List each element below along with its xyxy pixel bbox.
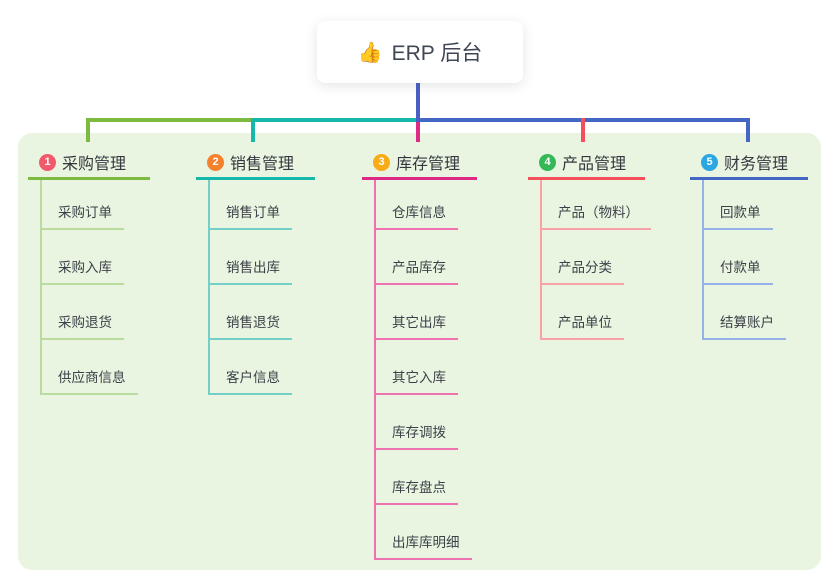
child-node[interactable]: 付款单 [702, 257, 773, 285]
root-node[interactable]: 👍 ERP 后台 [317, 21, 523, 83]
branch-node-inventory[interactable]: 3 库存管理 [362, 147, 477, 180]
child-node[interactable]: 供应商信息 [40, 367, 138, 395]
trunk-connector [416, 83, 420, 122]
branch-drop-connector [416, 118, 420, 142]
branch-children: 销售订单 销售出库 销售退货 客户信息 [208, 202, 292, 422]
branch-number-badge: 4 [539, 153, 556, 171]
branch-inventory: 3 库存管理 仓库信息 产品库存 其它出库 其它入库 库存调拨 库存盘点 出库库… [362, 0, 522, 588]
branch-label: 产品管理 [562, 156, 627, 173]
branch-number-badge: 1 [39, 153, 56, 171]
branch-node-product[interactable]: 4 产品管理 [528, 147, 645, 180]
child-node[interactable]: 采购退货 [40, 312, 124, 340]
child-node[interactable]: 其它入库 [374, 367, 458, 395]
bus-connector-segment [86, 118, 255, 122]
mindmap-panel [18, 133, 821, 570]
branch-children: 回款单 付款单 结算账户 [702, 202, 786, 367]
branch-node-purchase[interactable]: 1 采购管理 [28, 147, 150, 180]
bus-connector-segment [255, 118, 416, 122]
child-node[interactable]: 产品分类 [540, 257, 624, 285]
branch-label: 库存管理 [396, 156, 461, 173]
child-node[interactable]: 客户信息 [208, 367, 292, 395]
branch-spine-connector [540, 180, 542, 340]
branch-drop-connector [251, 118, 255, 142]
branch-number-badge: 3 [373, 153, 390, 171]
branch-number-badge: 2 [207, 153, 224, 171]
branch-drop-connector [746, 118, 750, 142]
branch-children: 采购订单 采购入库 采购退货 供应商信息 [40, 202, 138, 422]
child-node[interactable]: 产品（物料） [540, 202, 651, 230]
child-node[interactable]: 仓库信息 [374, 202, 458, 230]
child-node[interactable]: 库存调拨 [374, 422, 458, 450]
branch-drop-connector [86, 118, 90, 142]
child-node[interactable]: 产品单位 [540, 312, 624, 340]
branch-number-badge: 5 [701, 153, 718, 171]
branch-spine-connector [374, 180, 376, 560]
child-node[interactable]: 采购订单 [40, 202, 124, 230]
branch-node-finance[interactable]: 5 财务管理 [690, 147, 808, 180]
branch-sales: 2 销售管理 销售订单 销售出库 销售退货 客户信息 [196, 0, 356, 588]
branch-label: 采购管理 [62, 156, 127, 173]
branch-purchase: 1 采购管理 采购订单 采购入库 采购退货 供应商信息 [28, 0, 188, 588]
child-node[interactable]: 销售订单 [208, 202, 292, 230]
child-node[interactable]: 采购入库 [40, 257, 124, 285]
thumbs-up-icon: 👍 [357, 41, 383, 64]
branch-drop-connector [581, 118, 585, 142]
branch-spine-connector [208, 180, 210, 395]
child-node[interactable]: 产品库存 [374, 257, 458, 285]
branch-node-sales[interactable]: 2 销售管理 [196, 147, 315, 180]
child-node[interactable]: 结算账户 [702, 312, 786, 340]
child-node[interactable]: 出库库明细 [374, 532, 472, 560]
branch-label: 销售管理 [230, 156, 295, 173]
branch-children: 仓库信息 产品库存 其它出库 其它入库 库存调拨 库存盘点 出库库明细 [374, 202, 472, 587]
child-node[interactable]: 其它出库 [374, 312, 458, 340]
child-node[interactable]: 销售出库 [208, 257, 292, 285]
root-node-label: ERP 后台 [391, 42, 483, 65]
child-node[interactable]: 回款单 [702, 202, 773, 230]
child-node[interactable]: 销售退货 [208, 312, 292, 340]
branch-label: 财务管理 [724, 156, 789, 173]
branch-spine-connector [702, 180, 704, 340]
branch-finance: 5 财务管理 回款单 付款单 结算账户 [690, 0, 839, 588]
branch-product: 4 产品管理 产品（物料） 产品分类 产品单位 [528, 0, 688, 588]
child-node[interactable]: 库存盘点 [374, 477, 458, 505]
branch-children: 产品（物料） 产品分类 产品单位 [540, 202, 651, 367]
branch-spine-connector [40, 180, 42, 395]
